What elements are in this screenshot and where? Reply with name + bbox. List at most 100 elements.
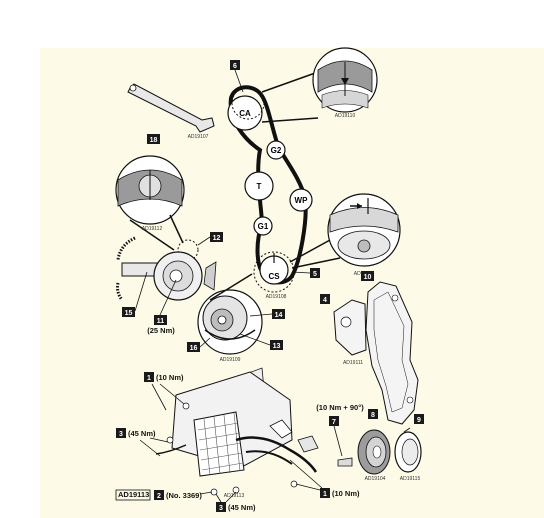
leader-line bbox=[225, 491, 237, 503]
callout-4 bbox=[320, 294, 330, 304]
pulley-ca-label: CA bbox=[239, 109, 251, 118]
torque-label-11: (25 Nm) bbox=[147, 326, 175, 335]
detail-code: AD19109 bbox=[220, 357, 241, 363]
flange-plate-9 bbox=[394, 427, 422, 473]
locking-tool-18: AD19107 bbox=[127, 83, 215, 140]
callout-1-top bbox=[144, 372, 154, 382]
pulley-wp-label: WP bbox=[295, 196, 309, 205]
callout-3-left bbox=[116, 428, 126, 438]
torque-label-2-tool: (No. 3369) bbox=[166, 491, 202, 500]
idler-g1 bbox=[253, 216, 273, 236]
leader-line bbox=[249, 313, 273, 317]
callout-6-label: 6 bbox=[233, 63, 237, 70]
callout-14 bbox=[272, 309, 285, 319]
callout-15-label: 15 bbox=[125, 310, 133, 317]
leader-line bbox=[159, 383, 185, 405]
pulley-g1-label: G1 bbox=[258, 222, 269, 231]
callout-4-label: 4 bbox=[323, 297, 327, 304]
water-pump-pulley bbox=[289, 188, 313, 212]
leader-line bbox=[261, 71, 319, 93]
crank-pulley-assembly bbox=[116, 236, 217, 301]
detail-code: AD19111 bbox=[343, 360, 363, 366]
callout-3-left-label: 3 bbox=[119, 431, 123, 438]
diagram-panel bbox=[40, 48, 544, 518]
figure-code-box bbox=[115, 489, 151, 501]
crank-bolt-7 bbox=[337, 457, 353, 467]
detail-crank-locking: AD19112 bbox=[115, 155, 199, 261]
camshaft-pulley bbox=[227, 95, 263, 131]
pulley-t-label: T bbox=[257, 182, 262, 191]
leader-line bbox=[234, 69, 244, 93]
leader-line bbox=[333, 425, 343, 457]
crank-bolt bbox=[169, 269, 183, 283]
leader-line bbox=[159, 279, 177, 316]
callout-1-top-label: 1 bbox=[147, 375, 151, 382]
callout-2-label: 2 bbox=[157, 493, 161, 500]
callout-3-bottom-label: 3 bbox=[219, 505, 223, 512]
callout-15 bbox=[122, 307, 135, 317]
radiator-core bbox=[193, 411, 245, 477]
callout-3-bottom bbox=[216, 502, 226, 512]
pulley-g2-label: G2 bbox=[271, 146, 282, 155]
tensioner-t bbox=[244, 171, 274, 201]
detail-code: AD19104 bbox=[365, 476, 386, 482]
leader-line bbox=[261, 117, 319, 123]
callout-6 bbox=[230, 60, 240, 70]
detail-code: AD19107 bbox=[188, 134, 209, 140]
callout-10 bbox=[361, 271, 374, 281]
leader-line bbox=[151, 383, 167, 411]
leader-line bbox=[291, 257, 341, 269]
callout-16-label: 16 bbox=[190, 345, 198, 352]
detail-camshaft-mark: AD19110 bbox=[261, 47, 378, 123]
callout-5 bbox=[310, 268, 320, 278]
detail-code: AD19110 bbox=[335, 113, 356, 119]
torque-label-3-left: (45 Nm) bbox=[128, 429, 156, 438]
callout-9 bbox=[414, 414, 424, 424]
leader-line bbox=[169, 214, 184, 244]
timing-belt bbox=[228, 85, 308, 285]
leader-line bbox=[129, 219, 175, 251]
detail-crank-mark: AD19116 bbox=[289, 193, 401, 277]
front-end-assembly: AD19113 bbox=[155, 367, 319, 499]
leader-line bbox=[209, 273, 253, 301]
callout-10-label: 10 bbox=[364, 274, 372, 281]
leader-line bbox=[199, 337, 211, 348]
callout-14-label: 14 bbox=[275, 312, 283, 319]
callout-13 bbox=[270, 340, 283, 350]
magnifier-circle-icon bbox=[231, 86, 265, 120]
callout-12-label: 12 bbox=[213, 235, 221, 242]
torque-label-3-bottom: (45 Nm) bbox=[228, 503, 256, 512]
callout-7 bbox=[329, 416, 339, 426]
belt-layout: CA G2 T WP G1 CS AD19108 bbox=[227, 85, 313, 300]
callout-8 bbox=[368, 409, 378, 419]
leader-line bbox=[197, 236, 211, 246]
leader-line bbox=[199, 491, 213, 495]
leader-line bbox=[139, 439, 161, 457]
callout-5-label: 5 bbox=[313, 271, 317, 278]
magnifier-circle-icon bbox=[177, 239, 199, 261]
detail-code: AD19115 bbox=[400, 476, 421, 482]
callout-8-label: 8 bbox=[371, 412, 375, 419]
rotation-arrow-icon bbox=[116, 236, 136, 301]
callout-18 bbox=[147, 134, 160, 144]
torque-label-1-top: (10 Nm) bbox=[156, 373, 184, 382]
leader-line bbox=[134, 271, 148, 312]
idler-g2 bbox=[266, 140, 286, 160]
torque-label-7: (10 Nm + 90°) bbox=[316, 403, 364, 412]
leader-line bbox=[289, 459, 323, 489]
leader-line bbox=[291, 271, 311, 274]
crank-sprocket-8 bbox=[357, 429, 391, 475]
callout-11 bbox=[154, 315, 167, 325]
callout-12 bbox=[210, 232, 223, 242]
leader-line bbox=[215, 493, 222, 503]
callout-7-label: 7 bbox=[332, 419, 336, 426]
callout-1-bottom-label: 1 bbox=[323, 491, 327, 498]
callout-11-label: 11 bbox=[157, 318, 165, 325]
detail-code: AD19108 bbox=[266, 294, 287, 300]
callout-16 bbox=[187, 342, 200, 352]
figure-code-label: AD19113 bbox=[118, 490, 149, 499]
detail-code: AD19113 bbox=[224, 493, 245, 499]
pulley-cs-label: CS bbox=[268, 272, 280, 281]
detail-code: AD19112 bbox=[142, 226, 163, 232]
